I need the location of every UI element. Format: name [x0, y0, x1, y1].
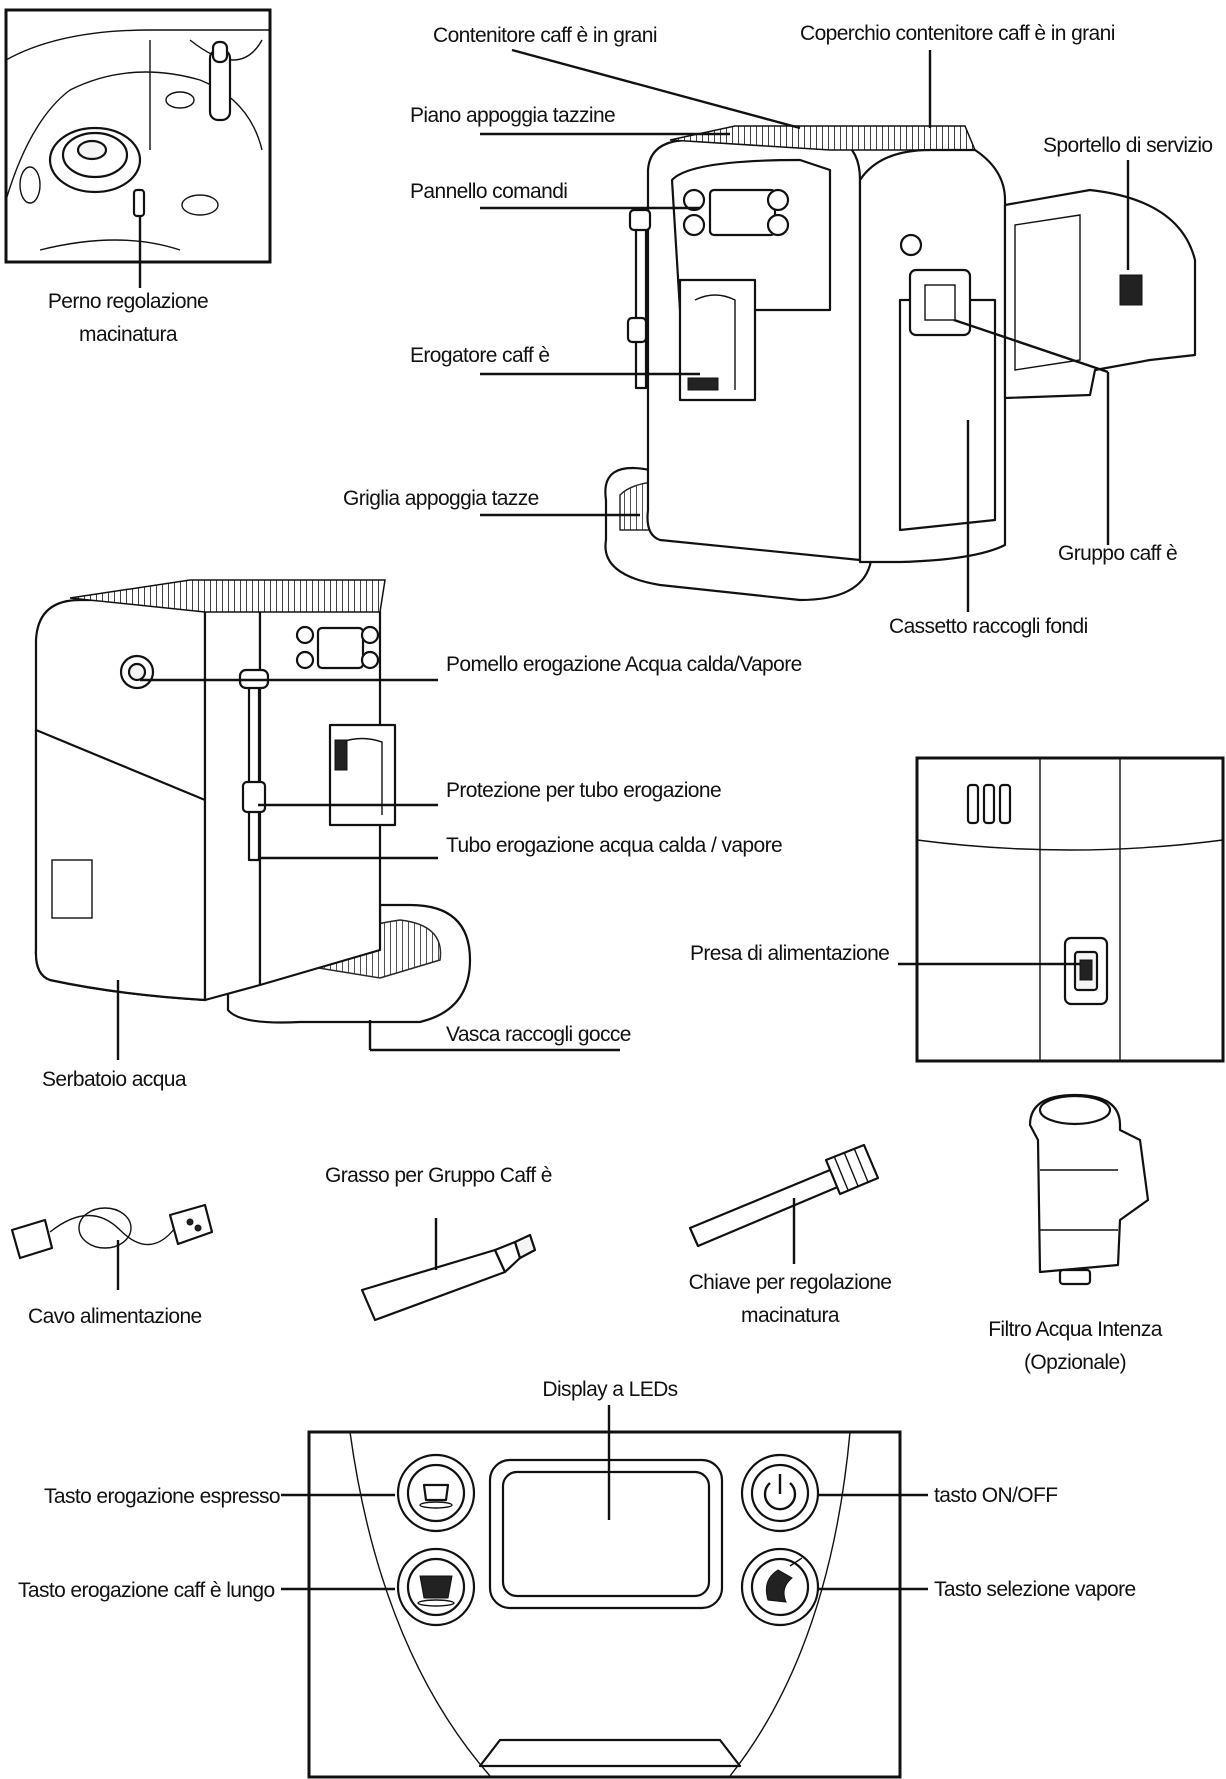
- label-serbatoio-acqua: Serbatoio acqua: [42, 1068, 187, 1091]
- label-perno-2: macinatura: [79, 323, 178, 346]
- grinder-key-icon: [688, 1143, 880, 1264]
- label-tasto-caffe-lungo: Tasto erogazione caff è lungo: [18, 1579, 275, 1602]
- power-socket-inset: [915, 756, 1225, 1063]
- coffee-machine-front-view: [604, 125, 1197, 602]
- label-perno-1: Perno regolazione: [48, 290, 208, 313]
- label-grasso-gruppo: Grasso per Gruppo Caff è: [325, 1164, 552, 1187]
- label-tasto-espresso: Tasto erogazione espresso: [44, 1485, 280, 1508]
- label-presa-alimentazione: Presa di alimentazione: [690, 942, 889, 965]
- label-filtro-1: Filtro Acqua Intenza: [988, 1318, 1163, 1341]
- label-griglia-appoggia-tazze: Griglia appoggia tazze: [343, 487, 539, 510]
- label-contenitore-caffe: Contenitore caff è in grani: [433, 24, 657, 47]
- label-tasto-vapore: Tasto selezione vapore: [934, 1578, 1136, 1601]
- label-tubo-erogazione: Tubo erogazione acqua calda / vapore: [446, 834, 782, 857]
- label-filtro-2: (Opzionale): [1024, 1351, 1126, 1374]
- label-gruppo-caffe: Gruppo caff è: [1058, 542, 1177, 565]
- label-cavo-alimentazione: Cavo alimentazione: [28, 1305, 202, 1328]
- label-pomello-erogazione: Pomello erogazione Acqua calda/Vapore: [446, 653, 802, 676]
- label-chiave-2: macinatura: [741, 1304, 840, 1327]
- leader-lines: [116, 48, 1130, 1591]
- label-erogatore-caffe: Erogatore caff è: [410, 344, 549, 367]
- grinder-inset: [4, 8, 272, 288]
- label-piano-appoggia-tazzine: Piano appoggia tazzine: [410, 104, 615, 127]
- power-cable-icon: [10, 1203, 214, 1290]
- label-chiave-1: Chiave per regolazione: [689, 1271, 892, 1294]
- coffee-machine-side-view: [34, 579, 472, 1024]
- label-pannello-comandi: Pannello comandi: [410, 180, 567, 203]
- control-panel-closeup: [307, 1430, 902, 1779]
- label-cassetto-raccogli-fondi: Cassetto raccogli fondi: [889, 615, 1088, 638]
- label-vasca-raccogli-gocce: Vasca raccogli gocce: [446, 1023, 631, 1046]
- label-sportello-servizio: Sportello di servizio: [1043, 134, 1212, 157]
- label-tasto-onoff: tasto ON/OFF: [934, 1484, 1058, 1507]
- label-display-leds: Display a LEDs: [542, 1378, 677, 1401]
- water-filter-icon: [1028, 1093, 1150, 1286]
- grease-tube-icon: [360, 1218, 537, 1322]
- label-coperchio-contenitore: Coperchio contenitore caff è in grani: [800, 22, 1115, 45]
- label-protezione-tubo: Protezione per tubo erogazione: [446, 779, 721, 802]
